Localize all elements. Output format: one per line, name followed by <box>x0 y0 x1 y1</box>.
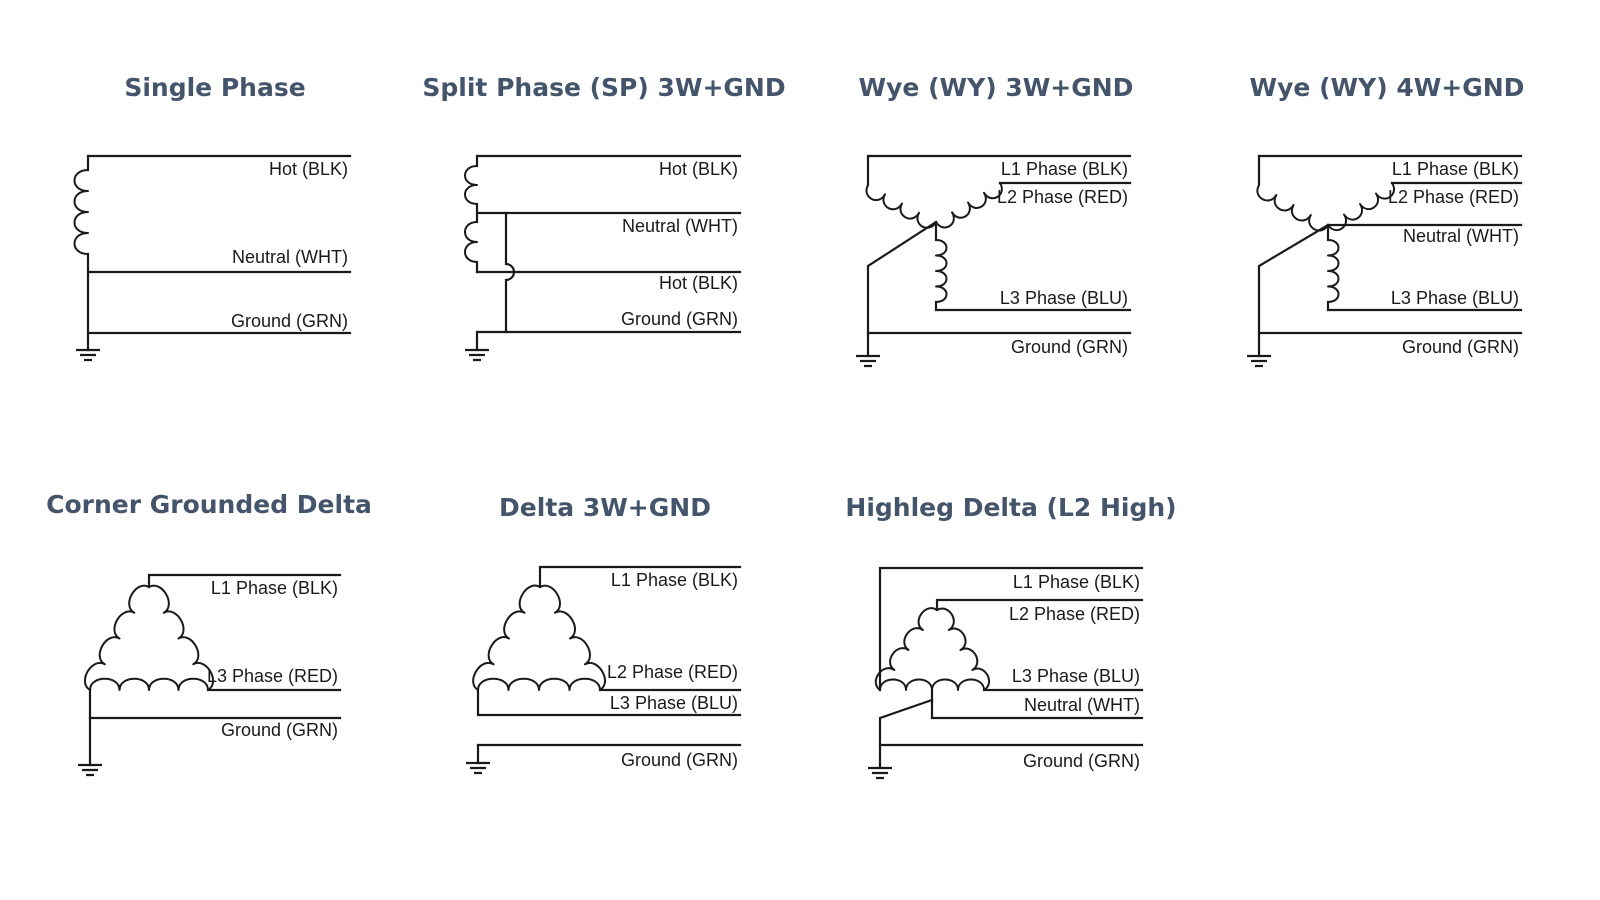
wire <box>878 698 934 770</box>
wire-label: L2 Phase (RED) <box>997 187 1128 207</box>
coil-winding-icon <box>874 607 938 691</box>
wire-label: Neutral (WHT) <box>232 247 348 267</box>
l3-wire <box>1326 300 1523 312</box>
coil-winding-icon <box>464 221 478 263</box>
wire-label: Neutral (WHT) <box>1403 226 1519 246</box>
diagram-corner-grounded-delta: L1 Phase (BLK) L3 Phase (RED) Ground (GRN) <box>78 573 342 777</box>
diagram-delta-3w: L1 Phase (BLK) L2 Phase (RED) L3 Phase (BL… <box>466 565 742 775</box>
wire-label: Ground (GRN) <box>621 750 738 770</box>
wire-label: Neutral (WHT) <box>622 216 738 236</box>
wire-label: Ground (GRN) <box>621 309 738 329</box>
coil-winding-icon <box>73 169 89 255</box>
coil-winding-icon <box>148 584 215 691</box>
l3-wire <box>934 300 1132 312</box>
l1-wire <box>538 565 742 589</box>
wire-label: Hot (BLK) <box>269 159 348 179</box>
coil-winding-icon <box>865 184 937 229</box>
diagram-split-phase: Hot (BLK) Neutral (WHT) Hot (BLK) Ground (G… <box>464 154 742 362</box>
ground-symbol-icon <box>465 348 489 362</box>
wire-label: Hot (BLK) <box>659 273 738 293</box>
wire-label: L2 Phase (RED) <box>607 662 738 682</box>
wire-label: L1 Phase (BLK) <box>1001 159 1128 179</box>
wire-label: L2 Phase (RED) <box>1009 604 1140 624</box>
wire-label: L1 Phase (BLK) <box>211 578 338 598</box>
title-wye-4w: Wye (WY) 4W+GND <box>1249 73 1525 102</box>
wire-label: Hot (BLK) <box>659 159 738 179</box>
wire-label: L1 Phase (BLK) <box>1013 572 1140 592</box>
wire-label: Ground (GRN) <box>231 311 348 331</box>
wire-label: L3 Phase (BLU) <box>610 693 738 713</box>
ground-symbol-icon <box>466 761 490 775</box>
wire-label: L1 Phase (BLK) <box>611 570 738 590</box>
coil-winding-icon <box>477 677 601 691</box>
title-highleg-delta: Highleg Delta (L2 High) <box>845 493 1177 522</box>
coil-winding-icon <box>936 607 990 691</box>
title-corner-grounded-delta: Corner Grounded Delta <box>46 490 372 519</box>
ground-symbol-icon <box>1247 354 1271 368</box>
wire-label: L2 Phase (RED) <box>1388 187 1519 207</box>
coil-winding-icon <box>1327 239 1340 303</box>
wire <box>1257 223 1330 358</box>
coil-winding-icon <box>89 677 209 691</box>
coil-winding-icon <box>464 165 478 205</box>
wire-label: Ground (GRN) <box>1011 337 1128 357</box>
coil-winding-icon <box>935 239 948 303</box>
l1-wire <box>147 573 342 589</box>
diagram-wye-4w: L1 Phase (BLK) L2 Phase (RED) Neutral (WHT… <box>1247 154 1523 368</box>
wire <box>866 220 938 358</box>
title-split-phase: Split Phase (SP) 3W+GND <box>422 73 786 102</box>
coil-winding-icon <box>879 678 985 691</box>
diagram-wye-3w: L1 Phase (BLK) L2 Phase (RED) L3 Phase (BL… <box>856 154 1132 368</box>
wire-label: L3 Phase (RED) <box>207 666 338 686</box>
l2-wire <box>935 598 1144 612</box>
wire-label: Ground (GRN) <box>1023 751 1140 771</box>
coil-winding-icon <box>1256 184 1329 232</box>
wire-label: L3 Phase (BLU) <box>1391 288 1519 308</box>
coil-winding-icon <box>1327 182 1395 231</box>
ground-symbol-icon <box>856 354 880 368</box>
ground-symbol-icon <box>76 348 100 362</box>
wire-label: L1 Phase (BLK) <box>1392 159 1519 179</box>
diagram-highleg-delta: L1 Phase (BLK) L2 Phase (RED) L3 Phase (BL… <box>868 566 1144 780</box>
l3-wire <box>476 688 742 717</box>
wire-label: Neutral (WHT) <box>1024 695 1140 715</box>
title-single-phase: Single Phase <box>124 73 306 102</box>
wire-label: Ground (GRN) <box>1402 337 1519 357</box>
wire-label: Ground (GRN) <box>221 720 338 740</box>
title-wye-3w: Wye (WY) 3W+GND <box>858 73 1134 102</box>
ground-symbol-icon <box>78 763 102 777</box>
l1-wire <box>878 566 1144 692</box>
coil-winding-icon <box>539 584 606 691</box>
coil-winding-icon <box>935 182 1003 229</box>
coil-winding-icon <box>472 584 541 691</box>
title-delta-3w: Delta 3W+GND <box>499 493 711 522</box>
diagram-single-phase: Hot (BLK) Neutral (WHT) Ground (GRN) <box>73 154 352 362</box>
neutral-crossover <box>504 211 516 334</box>
ground-symbol-icon <box>868 766 892 780</box>
coil-winding-icon <box>83 584 150 691</box>
wire-label: L3 Phase (BLU) <box>1000 288 1128 308</box>
wire-label: L3 Phase (BLU) <box>1012 666 1140 686</box>
